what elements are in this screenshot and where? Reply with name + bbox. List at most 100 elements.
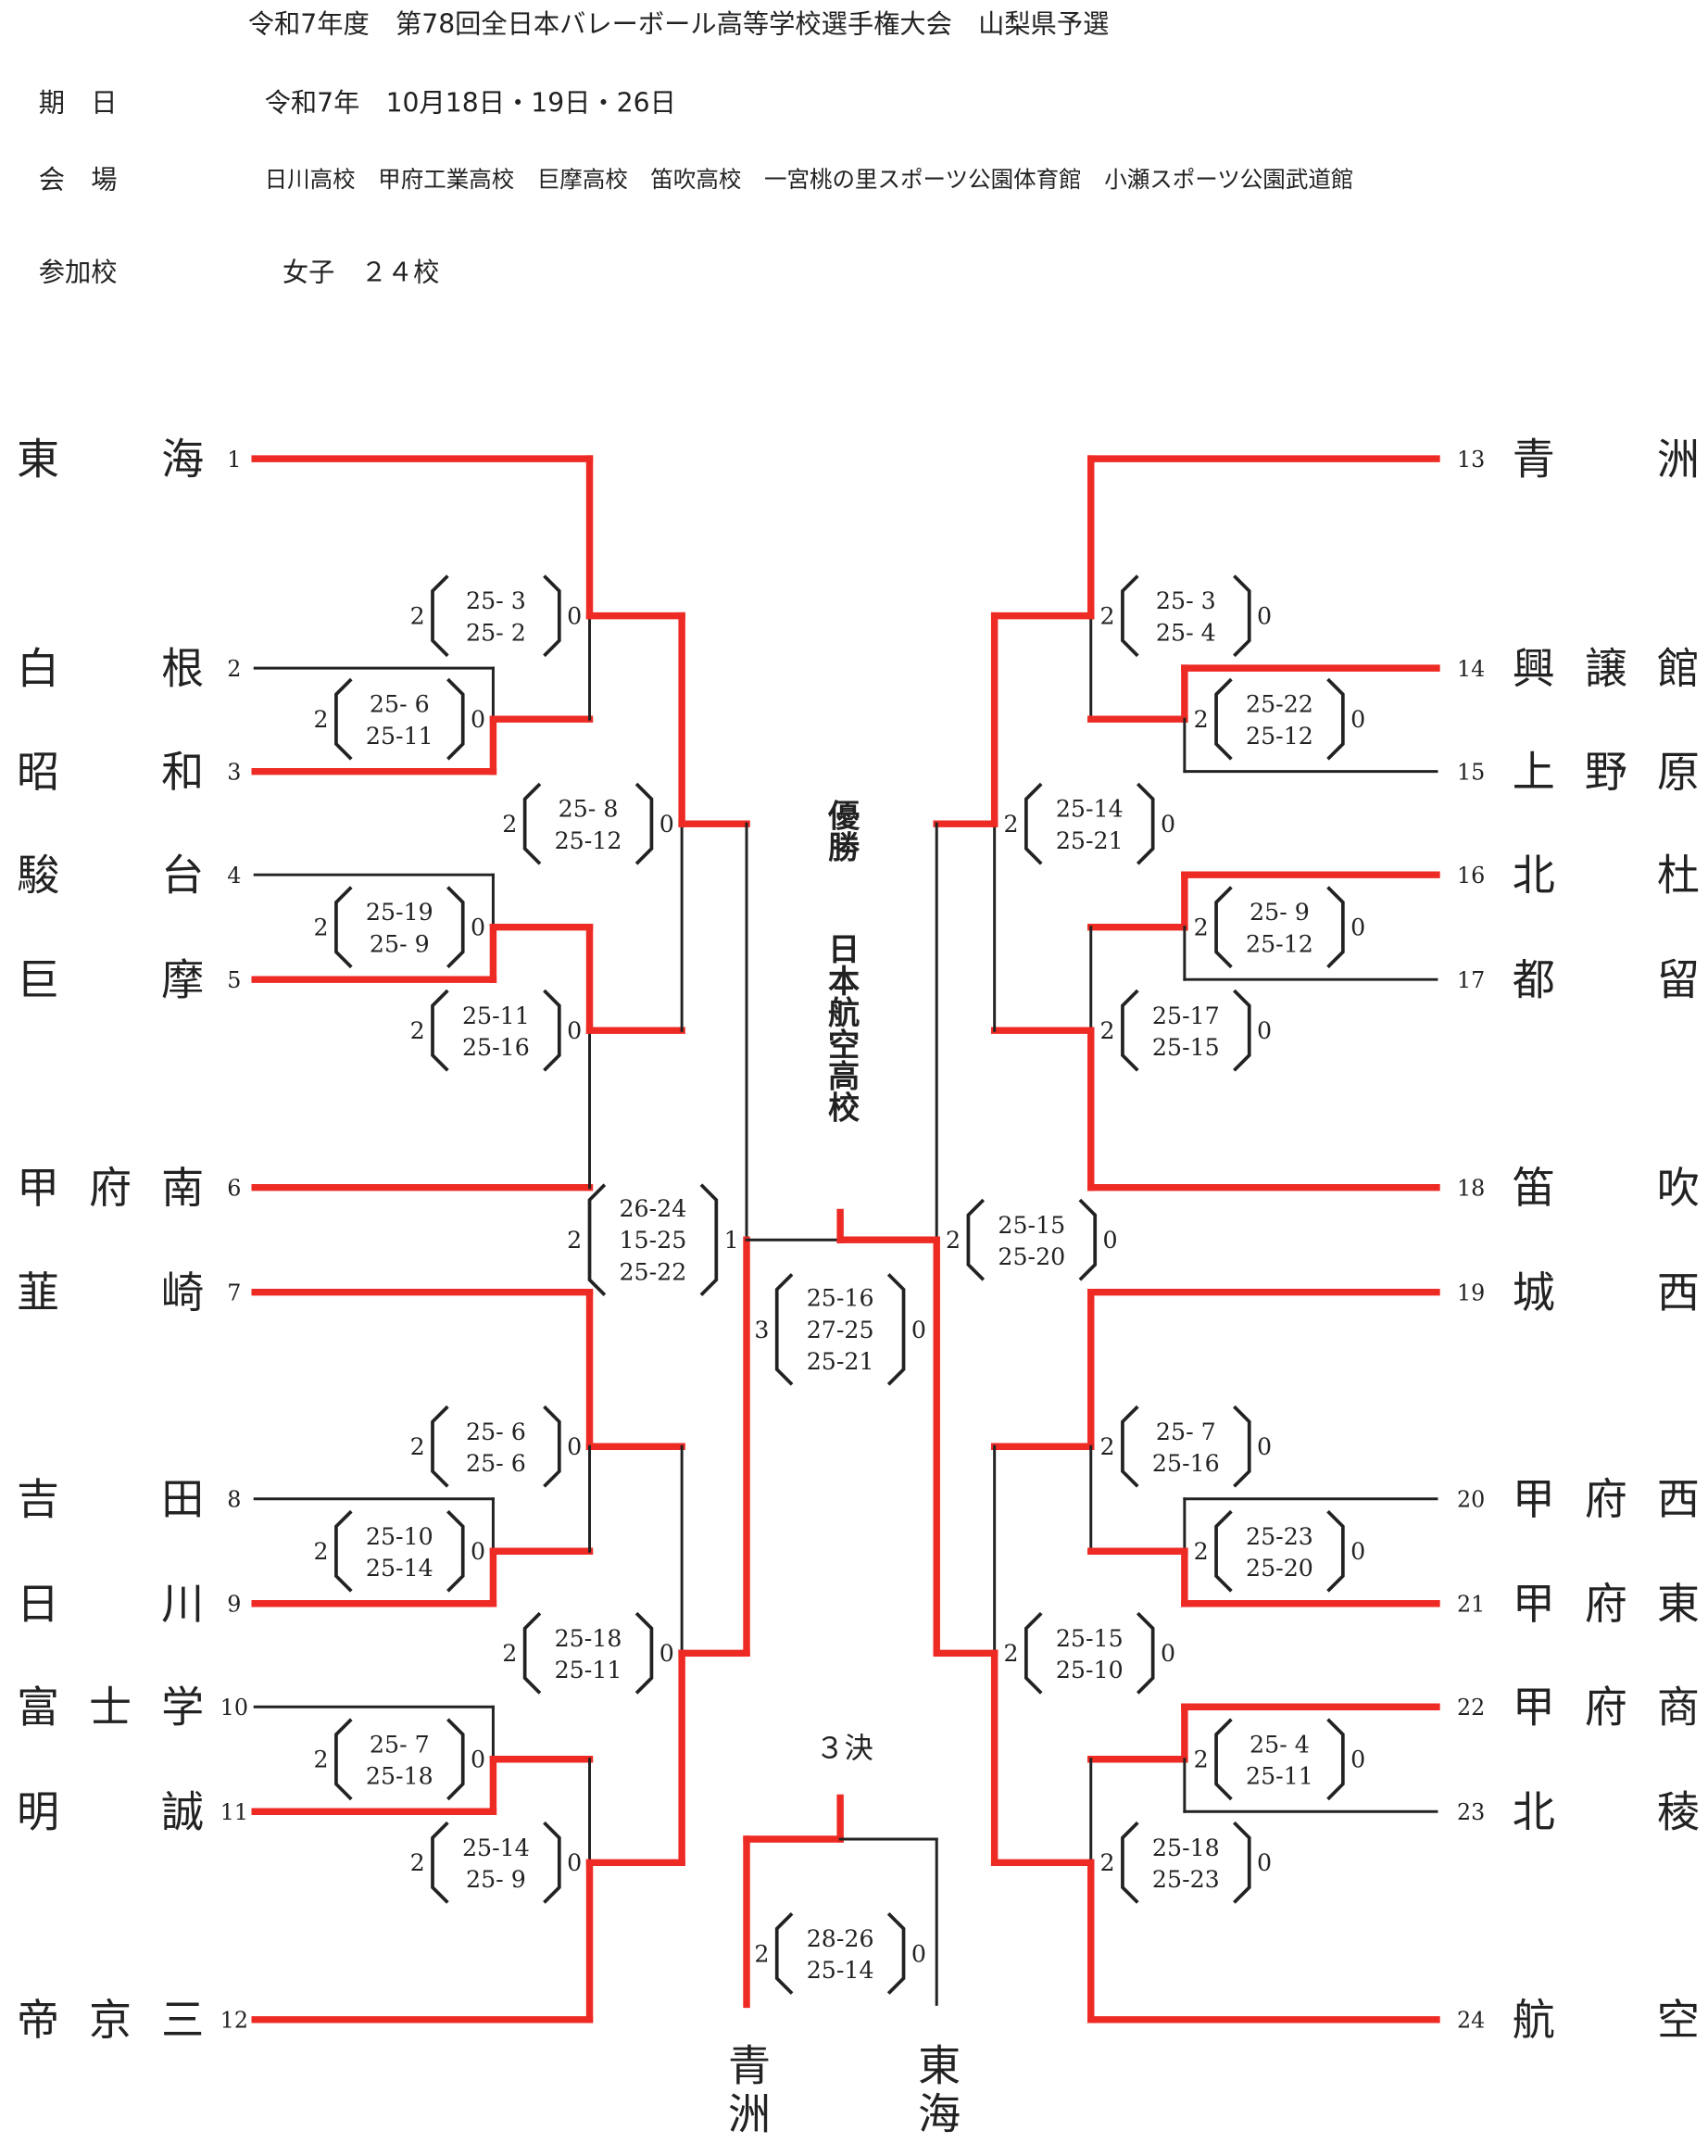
set-score: 25-18: [555, 1625, 622, 1652]
set-score: 25-12: [1246, 723, 1313, 750]
sets-won-left: 2: [502, 1640, 517, 1667]
set-score: 25-16: [807, 1285, 874, 1312]
sets-won-right: 0: [471, 706, 485, 733]
right-bracket-icon: [1078, 1198, 1098, 1281]
set-score: 25- 9: [1250, 899, 1310, 926]
right-bracket-icon: [634, 1611, 654, 1695]
set-score: 25- 4: [1156, 619, 1216, 646]
set-score: 25-20: [1246, 1555, 1313, 1582]
team-name: 甲府東: [1513, 1579, 1700, 1629]
venue-label: 会 場: [39, 165, 118, 195]
team-name: 白根: [17, 644, 204, 694]
sets-won-right: 0: [911, 1317, 926, 1343]
team-seed: 24: [1457, 2008, 1485, 2034]
team-seed: 19: [1457, 1280, 1485, 1306]
champion-label: 優勝: [822, 799, 860, 863]
set-score: 25-12: [1246, 930, 1313, 957]
set-score: 25-18: [1152, 1834, 1220, 1861]
team-seed: 12: [220, 2008, 248, 2034]
sets-won-right: 0: [567, 1849, 582, 1876]
right-bracket-icon: [634, 782, 654, 865]
team-name: 北稜: [1513, 1787, 1700, 1837]
set-score: 25-15: [998, 1212, 1065, 1239]
team-name: 明誠: [17, 1787, 204, 1837]
left-bracket-icon: [431, 574, 449, 658]
set-score: 25-16: [1152, 1450, 1220, 1477]
sets-won-left: 2: [754, 1940, 769, 1967]
set-score: 25-22: [1246, 691, 1313, 718]
team-name: 航空: [1513, 1995, 1700, 2045]
right-bracket-icon: [1233, 989, 1251, 1072]
sets-won-right: 0: [1161, 811, 1175, 838]
right-bracket-icon: [446, 886, 465, 969]
left-bracket-icon: [1024, 782, 1043, 865]
sets-won-left: 2: [314, 706, 329, 733]
team-seed: 16: [1457, 863, 1485, 889]
right-bracket-icon: [543, 989, 561, 1072]
set-score: 25-23: [1152, 1866, 1220, 1893]
right-bracket-icon: [446, 677, 465, 761]
team-seed: 13: [1457, 447, 1485, 473]
left-bracket-icon: [1214, 1718, 1233, 1801]
set-score: 25- 7: [370, 1731, 430, 1758]
team-name: 日川: [17, 1579, 204, 1629]
header: 令和7年度 第78回全日本バレーボール高等学校選手権大会 山梨県予選 期 日 令…: [39, 9, 1354, 288]
set-score: 25- 9: [466, 1866, 526, 1893]
sets-won-left: 2: [410, 1017, 425, 1044]
team-name: 甲府西: [1513, 1474, 1700, 1524]
set-score: 25- 2: [466, 619, 526, 646]
sets-won-right: 0: [1350, 914, 1365, 941]
third-place-label: ３決: [815, 1732, 873, 1765]
set-score: 25-11: [1246, 1763, 1313, 1790]
team-seed: 5: [227, 967, 241, 993]
team-name: 笛吹: [1513, 1163, 1700, 1213]
team-seed: 22: [1457, 1695, 1485, 1721]
set-score: 25-14: [1056, 796, 1124, 823]
team-seed: 1: [227, 447, 241, 473]
sets-won-right: 0: [1257, 1017, 1272, 1044]
right-bracket-icon: [1136, 1611, 1155, 1695]
team-name: 韮崎: [17, 1267, 204, 1318]
left-bracket-icon: [1121, 1821, 1139, 1904]
set-score: 15-25: [619, 1227, 686, 1254]
set-score: 25-11: [462, 1002, 530, 1029]
right-bracket-icon: [886, 1273, 906, 1386]
set-score: 25- 9: [370, 930, 430, 957]
set-score: 25-18: [366, 1763, 433, 1790]
sets-won-left: 2: [410, 1433, 425, 1460]
center-area: 優勝日本航空高校３決青洲東海: [722, 799, 961, 2139]
sets-won-left: 2: [1003, 811, 1018, 838]
sets-won-left: 2: [1194, 706, 1209, 733]
left-bracket-icon: [334, 677, 353, 761]
sets-won-right: 0: [1257, 1433, 1272, 1460]
sets-won-left: 2: [946, 1227, 961, 1254]
right-bracket-icon: [446, 1509, 465, 1593]
set-score: 25-10: [366, 1523, 433, 1550]
sets-won-left: 2: [314, 914, 329, 941]
set-score: 26-24: [619, 1195, 686, 1222]
participants-label: 参加校: [39, 257, 118, 287]
sets-won-right: 0: [471, 1746, 485, 1773]
left-bracket-icon: [334, 1509, 353, 1593]
right-bracket-icon: [1326, 886, 1345, 969]
page-title: 令和7年度 第78回全日本バレーボール高等学校選手権大会 山梨県予選: [248, 9, 1110, 40]
sets-won-right: 0: [659, 811, 674, 838]
right-bracket-icon: [1326, 1718, 1345, 1801]
team-seed: 23: [1457, 1799, 1485, 1825]
sets-won-left: 2: [410, 1849, 425, 1876]
set-score: 25-21: [807, 1348, 874, 1375]
sets-won-right: 0: [659, 1640, 674, 1667]
left-bracket-icon: [1214, 1509, 1233, 1593]
